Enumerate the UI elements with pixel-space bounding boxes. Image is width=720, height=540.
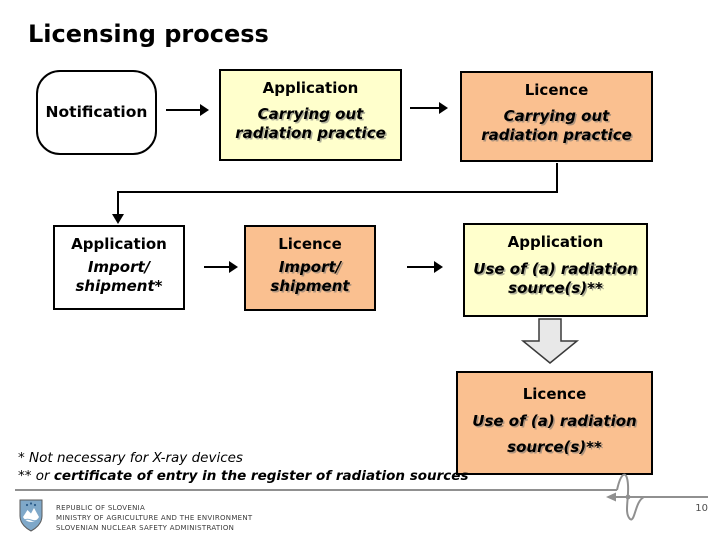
- arrow-application-to-licence-row1-icon: [410, 102, 448, 114]
- org-line-ministry: MINISTRY OF AGRICULTURE AND THE ENVIRONM…: [56, 514, 253, 522]
- block-down-arrow-icon: [520, 318, 580, 364]
- org-line-republic: REPUBLIC OF SLOVENIA: [56, 504, 146, 512]
- footer: REPUBLIC OF SLOVENIA MINISTRY OF AGRICUL…: [18, 499, 253, 533]
- application-box-import-shipment: Application Import/ shipment*: [53, 225, 185, 310]
- box-title: Licence: [524, 81, 589, 99]
- licence-box-carrying-out: Licence Carrying out radiation practice: [460, 71, 653, 162]
- box-title: Licence: [522, 385, 587, 403]
- box-subtitle: Import/ shipment*: [75, 257, 163, 295]
- box-title: Application: [71, 235, 167, 253]
- footnote-register: ** or certificate of entry in the regist…: [18, 467, 469, 485]
- box-subtitle: Carrying out radiation practice: [481, 106, 632, 144]
- footnote-register-emphasis: certificate of entry in the register of …: [53, 468, 469, 484]
- box-subtitle: Import/ shipment: [270, 258, 350, 295]
- licence-box-import-shipment: Licence Import/ shipment: [244, 225, 376, 311]
- box-subtitle: Use of (a) radiation source(s)**: [472, 411, 637, 456]
- box-subtitle: Carrying out radiation practice: [235, 105, 386, 142]
- arrow-application-to-licence-row2-icon: [204, 261, 238, 273]
- notification-label: Notification: [45, 103, 148, 122]
- box-subtitle: Use of (a) radiation source(s)**: [473, 260, 638, 297]
- page-number: 10: [695, 503, 708, 514]
- box-title: Application: [262, 79, 359, 97]
- arrow-notification-to-application-icon: [166, 104, 209, 116]
- footnote-register-prefix: ** or: [18, 468, 54, 484]
- elbow-connector-icon: [112, 163, 558, 224]
- organisation-block: REPUBLIC OF SLOVENIA MINISTRY OF AGRICUL…: [56, 499, 253, 533]
- application-box-carrying-out: Application Carrying out radiation pract…: [219, 69, 402, 161]
- slovenia-coat-of-arms-icon: [19, 499, 43, 532]
- arrow-licence-to-application-row2-icon: [407, 261, 443, 273]
- licence-box-radiation-source: Licence Use of (a) radiation source(s)**: [456, 371, 653, 475]
- slide-title: Licensing process: [28, 20, 269, 48]
- footnotes: * Not necessary for X-ray devices ** or …: [18, 449, 469, 485]
- application-box-radiation-source: Application Use of (a) radiation source(…: [463, 223, 648, 317]
- box-title: Licence: [278, 235, 342, 253]
- footnote-xray: * Not necessary for X-ray devices: [18, 450, 243, 466]
- notification-box: Notification: [36, 70, 157, 155]
- box-title: Application: [507, 233, 604, 251]
- org-line-administration: SLOVENIAN NUCLEAR SAFETY ADMINISTRATION: [56, 524, 235, 532]
